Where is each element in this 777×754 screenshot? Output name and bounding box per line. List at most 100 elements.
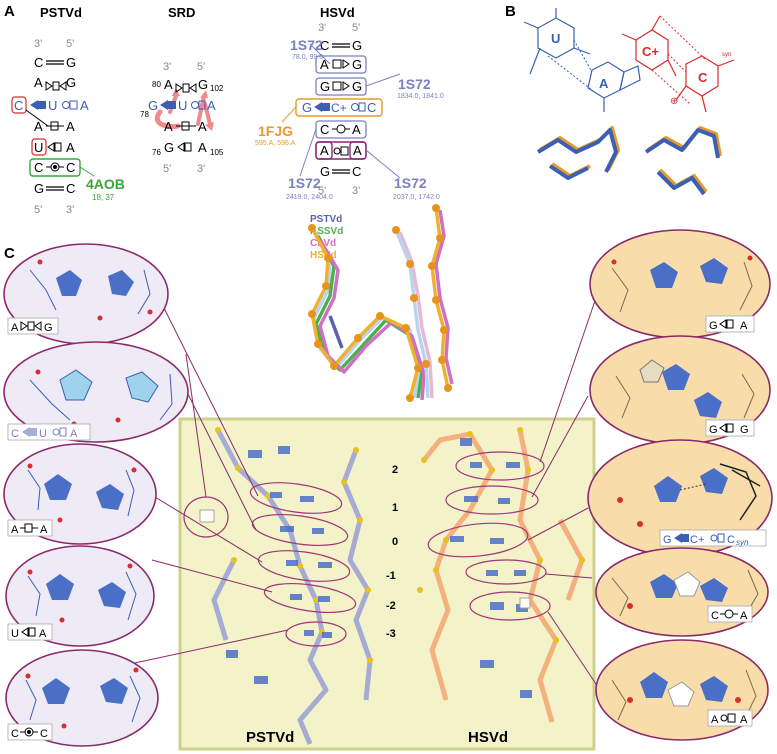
panel-c-bottom-right: HSVd xyxy=(468,729,508,746)
right-ellipse-4 xyxy=(595,547,769,637)
hsvd-prime-3-top: 3' xyxy=(318,22,326,34)
pairB-right-syn: syn xyxy=(722,52,731,58)
hsvd-r5-right: A xyxy=(352,122,361,137)
hsvd-ann2-res: 1834.0, 1841.0 xyxy=(397,93,444,100)
left-pair2-mid: U xyxy=(39,428,47,440)
srd-title: SRD xyxy=(168,5,195,20)
left-ellipse-connectors xyxy=(129,291,289,665)
left-ellipse-3 xyxy=(3,443,157,545)
hsvd-r4-mid: C+ xyxy=(331,101,347,115)
pstvd-prime-3-top: 3' xyxy=(34,38,42,50)
hsvd-r4-left: G xyxy=(302,100,312,115)
hsvd-ann4-id: 1S72 xyxy=(288,175,321,191)
overlay-atoms xyxy=(308,204,452,402)
level-1: 1 xyxy=(392,502,398,514)
level-0: 0 xyxy=(392,536,398,548)
srd-r4-right: A xyxy=(198,140,207,155)
hsvd-ann3-id: 1FJG xyxy=(258,123,293,139)
srd-n80: 80 xyxy=(152,80,161,89)
right-pair2-left: G xyxy=(709,424,718,436)
pstvd-r5-left: U xyxy=(34,140,43,155)
hsvd-ann4-res: 2419.0, 2404.0 xyxy=(286,194,333,201)
hsvd-r5-left: C xyxy=(320,122,329,137)
pstvd-r1-left: C xyxy=(34,55,43,70)
left-pair3-right: A xyxy=(40,524,48,536)
right-pair-label-5: A A xyxy=(707,709,753,727)
right-pair-label-1: G A xyxy=(705,315,755,333)
left-pair-label-1: A G xyxy=(7,317,59,335)
hsvd-atoms xyxy=(417,427,585,643)
left-ellipse-4 xyxy=(5,545,155,647)
srd-prime-3-bottom: 3' xyxy=(197,163,205,175)
right-pair2-right: G xyxy=(740,424,749,436)
pstvd-r5-right: A xyxy=(66,140,75,155)
panel-label-a: A xyxy=(4,3,15,20)
srd-r1-left: A xyxy=(164,77,173,92)
pairB-left-base1: U xyxy=(551,31,560,46)
panel-label-c: C xyxy=(4,245,15,262)
right-ellipse-1 xyxy=(589,229,771,339)
pstvd-r2-left: A xyxy=(34,75,43,90)
left-pair2-left: C xyxy=(11,428,19,440)
legend-item-3: HSVd xyxy=(310,250,337,261)
panel-b: U A C+ C syn ⊕ xyxy=(523,8,735,196)
pstvd-u-box xyxy=(31,138,47,156)
hsvd-r4-right: C xyxy=(367,100,376,115)
level-m3: -3 xyxy=(386,628,396,640)
hsvd-r1-left: C xyxy=(320,38,329,53)
hsvd-ann5-id: 1S72 xyxy=(394,175,427,191)
left-pair1-right: G xyxy=(44,322,53,334)
hsvd-r7-right: C xyxy=(352,164,361,179)
left-pair5-left: C xyxy=(11,728,19,740)
srd-r2-mid: U xyxy=(178,98,187,113)
inner-ellipses-right xyxy=(427,451,551,621)
srd-prime-5-top: 5' xyxy=(197,61,205,73)
pstvd-r3-right: A xyxy=(80,98,89,113)
pstvd-r4-left: A xyxy=(34,119,43,134)
panel-bases xyxy=(199,438,532,698)
panel-a-hsvd: HSVd 3' 5' C G A G G G G C+ C C A A xyxy=(255,5,444,201)
left-pair4-left: U xyxy=(11,628,19,640)
srd-r4-left: G xyxy=(164,140,174,155)
pairB-right-plus: ⊕ xyxy=(670,96,678,107)
hsvd-r1-right: G xyxy=(352,38,362,53)
right-pair4-left: C xyxy=(711,610,719,622)
hsvd-r2-right: G xyxy=(352,57,362,72)
left-pair1-left: A xyxy=(11,322,19,334)
panel-c-bottom-left: PSTVd xyxy=(246,729,294,746)
right-pair1-left: G xyxy=(709,320,718,332)
left-pair5-right: C xyxy=(40,728,48,740)
pstvd-r7-left: G xyxy=(34,181,44,196)
srd-r1-right: G xyxy=(198,77,208,92)
right-pair-label-4: C A xyxy=(707,605,753,623)
right-pair3-sub: syn xyxy=(736,538,749,547)
pairB-right-base1: C+ xyxy=(642,44,659,59)
right-pair5-left: A xyxy=(711,714,719,726)
hsvd-r3-left: G xyxy=(320,79,330,94)
left-pair3-left: A xyxy=(11,524,19,536)
srd-n76: 76 xyxy=(152,148,161,157)
right-pair3-left: G xyxy=(663,534,672,546)
srd-r3-left: A xyxy=(164,119,173,134)
pstvd-r2-right: G xyxy=(66,75,76,90)
right-pair3-right: C xyxy=(727,534,735,546)
srd-r2-right: A xyxy=(207,98,216,113)
left-pair-label-2: C U A xyxy=(7,423,91,441)
srd-prime-3-top: 3' xyxy=(163,61,171,73)
pstvd-pdb-id: 4AOB xyxy=(86,176,125,192)
pstvd-r6-left: C xyxy=(34,160,43,175)
srd-r2-left: G xyxy=(148,98,158,113)
pairB-right-base2: C xyxy=(698,70,708,85)
right-pair4-right: A xyxy=(740,610,748,622)
pairB-left-base2: A xyxy=(599,76,609,91)
left-pair4-right: A xyxy=(39,628,47,640)
hsvd-ann1-res: 78.0, 99.0 xyxy=(292,54,323,61)
hsvd-ann5-res: 2037.0, 1742.0 xyxy=(393,194,440,201)
right-pair5-right: A xyxy=(740,714,748,726)
srd-n78: 78 xyxy=(140,110,149,119)
hsvd-r6-left: A xyxy=(320,143,329,158)
legend-item-0: PSTVd xyxy=(310,214,342,225)
right-pair1-right: A xyxy=(740,320,748,332)
srd-prime-5-bottom: 5' xyxy=(163,163,171,175)
hsvd-prime-5-bottom: 5' xyxy=(318,185,326,197)
